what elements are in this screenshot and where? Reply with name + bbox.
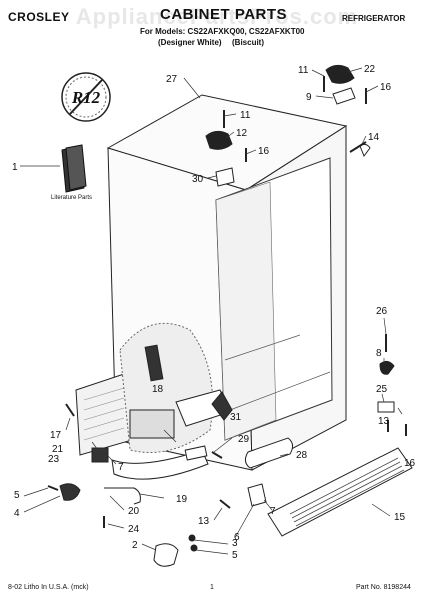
color-white: (Designer White) (158, 38, 222, 47)
footer-part-number: Part No. 8198244 (356, 584, 411, 591)
literature-parts-label: Literature Parts (51, 195, 93, 201)
callout-5b: 5 (232, 550, 238, 561)
callout-2: 2 (132, 540, 138, 551)
callout-9: 9 (306, 92, 312, 103)
literature-booklet (61, 144, 87, 193)
color-biscuit: (Biscuit) (232, 38, 264, 47)
callout-21: 21 (52, 444, 64, 455)
callout-3: 3 (232, 538, 238, 549)
callout-7b: 7 (270, 506, 276, 517)
callout-23: 23 (48, 454, 60, 465)
callout-18: 18 (152, 384, 164, 395)
page-title: CABINET PARTS (160, 6, 288, 23)
center-hinge-assembly (205, 110, 247, 187)
callout-1: 1 (12, 162, 18, 173)
callout-11a: 11 (298, 65, 309, 76)
leader-lines (20, 67, 403, 555)
callout-11b: 11 (240, 110, 251, 121)
callout-25: 25 (376, 384, 388, 395)
callout-16c: 16 (404, 458, 416, 469)
callout-6: 6 (234, 532, 240, 543)
callout-28: 28 (296, 450, 308, 461)
callout-16b: 16 (258, 146, 270, 157)
callout-29: 29 (238, 434, 250, 445)
callout-13a: 13 (378, 416, 390, 427)
callout-30: 30 (192, 174, 204, 185)
hardware-pieces (47, 141, 407, 567)
watermark: AppliancePartsPros.com (75, 4, 359, 29)
callout-27: 27 (166, 74, 178, 85)
callout-26: 26 (376, 306, 388, 317)
callout-16a: 16 (380, 82, 392, 93)
callout-19: 19 (176, 494, 188, 505)
base-grille (267, 447, 413, 537)
callout-14: 14 (368, 132, 380, 143)
footer-litho: 8-02 Litho In U.S.A. (mck) (8, 584, 89, 591)
machine-compartment (75, 322, 294, 480)
callout-15: 15 (394, 512, 406, 523)
callout-12: 12 (236, 128, 248, 139)
callout-4: 4 (14, 508, 20, 519)
category-label: REFRIGERATOR (342, 14, 406, 23)
callout-22: 22 (364, 64, 376, 75)
callout-13b: 13 (198, 516, 210, 527)
callout-31: 31 (230, 412, 242, 423)
callout-20: 20 (128, 506, 140, 517)
brand-logo: CROSLEY (8, 10, 70, 24)
r12-badge: R12 (61, 72, 111, 122)
callout-labels: 11 22 9 16 27 11 12 16 30 14 1 26 18 8 2… (12, 64, 416, 561)
callout-5a: 5 (14, 490, 20, 501)
callout-8: 8 (376, 348, 382, 359)
callout-17: 17 (50, 430, 62, 441)
models-line: For Models: CS22AFXKQ00, CS22AFXKT00 (140, 27, 305, 36)
callout-24: 24 (128, 524, 140, 535)
footer-page-number: 1 (210, 584, 214, 591)
callout-7a: 7 (118, 462, 124, 473)
top-hinge-assembly (323, 64, 371, 158)
r12-badge-text: R12 (71, 88, 101, 107)
